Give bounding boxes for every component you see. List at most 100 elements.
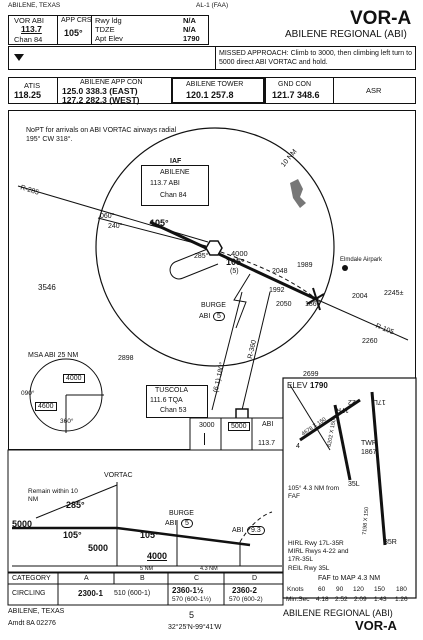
hold-240: 240°: [108, 223, 123, 230]
divider: [265, 77, 266, 104]
min-ab-hat: 510 (600-1): [114, 590, 151, 597]
profile-burge: BURGE: [169, 510, 194, 517]
min-d-value: 2360-2: [232, 586, 257, 595]
location-label: ABILENE, TEXAS: [8, 2, 61, 9]
min-header-a: A: [84, 575, 89, 582]
tuscola-box: [146, 385, 208, 418]
dist-5: (5): [230, 268, 239, 275]
knots-60: 60: [318, 586, 326, 593]
footer-page: 5: [189, 610, 195, 620]
knots-90: 90: [336, 586, 344, 593]
fac-course: [289, 384, 331, 451]
elev-3546: 3546: [38, 283, 56, 292]
footer-airport-name: ABILENE REGIONAL (ABI): [283, 608, 393, 618]
elev-1869: 1869: [305, 301, 321, 308]
footer-location: ABILENE, TEXAS: [8, 608, 65, 615]
tower-freq: 120.1 257.8: [186, 90, 234, 100]
min-header-d: D: [252, 575, 258, 582]
missed-approach-text: MISSED APPROACH: Climb to 3000, then cli…: [219, 50, 412, 66]
tower-box: [171, 77, 265, 104]
missed-approach-strip: [8, 46, 416, 70]
footer-procedure-title: VOR-A: [355, 618, 397, 633]
fac-note: 105° 4.3 NM from FAF: [288, 485, 340, 500]
gnd-con-label: GND CON: [278, 81, 312, 88]
msa-360: 360°: [60, 418, 74, 425]
tuscola-freq: 111.6 TQA: [150, 397, 183, 404]
divider: [91, 15, 92, 45]
final-course: [149, 220, 319, 302]
radial-360: [241, 291, 271, 411]
radial-105: [317, 299, 409, 341]
app-con-line1: 125.0 338.3 (EAST): [62, 86, 138, 96]
time-120: 2:09: [354, 596, 367, 603]
radial-180-dme: [211, 291, 243, 411]
app-con-label: ABILENE APP CON: [80, 79, 143, 86]
time-150: 1:43: [374, 596, 387, 603]
profile-remain: Remain within 10 NM: [28, 488, 78, 503]
rwy-17r: 17R: [336, 406, 349, 413]
missed-fix: ABI: [262, 421, 274, 428]
lake: [290, 179, 306, 208]
divider: [57, 15, 58, 45]
min-header-c: C: [194, 575, 200, 582]
climb-alt: 3000: [199, 422, 215, 429]
msa-title: MSA ABI 25 NM: [28, 352, 79, 359]
profile-burge-num: 5: [181, 519, 193, 528]
procedure-turn-out: [35, 484, 118, 519]
burge-dme-num: 5: [213, 312, 225, 321]
burge-dme: ABI: [199, 313, 211, 320]
time-60: 4:18: [316, 596, 329, 603]
elev-1992: 1992: [269, 287, 285, 294]
min-c-value: 2360-1½: [172, 586, 204, 595]
ring-10nm: [95, 127, 335, 367]
apt-elev-label: Apt Elev: [95, 34, 123, 43]
missed-icons-strip: [189, 417, 284, 451]
app-crs-value: 105°: [64, 28, 83, 38]
airport-elev-value: 1790: [310, 381, 328, 390]
profile-4000: 4000: [147, 551, 168, 561]
profile-5000-a: 5000: [12, 519, 33, 529]
divider: [57, 77, 58, 104]
time-90: 2:52: [335, 596, 348, 603]
profile-frame: [7, 449, 284, 573]
elev-2699: 2699: [303, 371, 319, 378]
knots-120: 120: [353, 586, 364, 593]
timing-min-label: Min:Sec: [286, 596, 310, 603]
missed-path: [214, 249, 319, 301]
divider: [215, 46, 216, 70]
missed-approach-arrow-icon: [14, 54, 24, 61]
footer-coords: 32°25'N-99°41'W: [168, 624, 222, 631]
tdze-value: N/A: [183, 25, 196, 34]
profile-5000-b: 5000: [88, 543, 109, 553]
hold-060: 060°: [100, 213, 115, 220]
profile-seg-5: 5 NM: [140, 566, 154, 572]
atis-freq: 118.25: [14, 90, 42, 100]
min-c-hat: 570 (600-1½): [172, 596, 212, 603]
asr-label: ASR: [366, 86, 382, 95]
gnd-con-freq: 121.7 348.6: [272, 90, 320, 100]
course-105: 105°: [226, 257, 245, 267]
iaf-name: ABILENE: [160, 169, 190, 176]
app-crs-label: APP CRS: [61, 17, 92, 24]
vor-label: VOR ABI: [14, 16, 45, 25]
iaf-freq: 113.7 ABI: [150, 180, 180, 187]
hold-285: 285°: [194, 253, 209, 260]
time-180: 1:26: [395, 596, 408, 603]
profile-seg-43: 4.3 NM: [200, 566, 218, 572]
vortac-symbol: [205, 240, 223, 256]
missed-fix-freq: 113.7: [258, 440, 275, 447]
rwy-35l: 35L: [348, 481, 360, 488]
rwy-35r: 35R: [384, 539, 397, 546]
elev-2004: 2004: [352, 293, 368, 300]
elev-2898: 2898: [118, 355, 134, 362]
profile-fix-num: 9.3: [247, 526, 265, 535]
airport-name: ABILENE REGIONAL (ABI): [285, 29, 407, 40]
elmdale-airport: [342, 265, 348, 271]
iaf-chan: Chan 84: [160, 192, 187, 199]
feeder-course: [97, 217, 207, 247]
rwy-4: 4: [296, 443, 300, 450]
rwy-22: 22: [348, 398, 356, 405]
twr-label: TWR: [361, 440, 377, 447]
rwy-ldg-value: N/A: [183, 16, 196, 25]
min-d-hat: 570 (600-2): [229, 596, 263, 603]
